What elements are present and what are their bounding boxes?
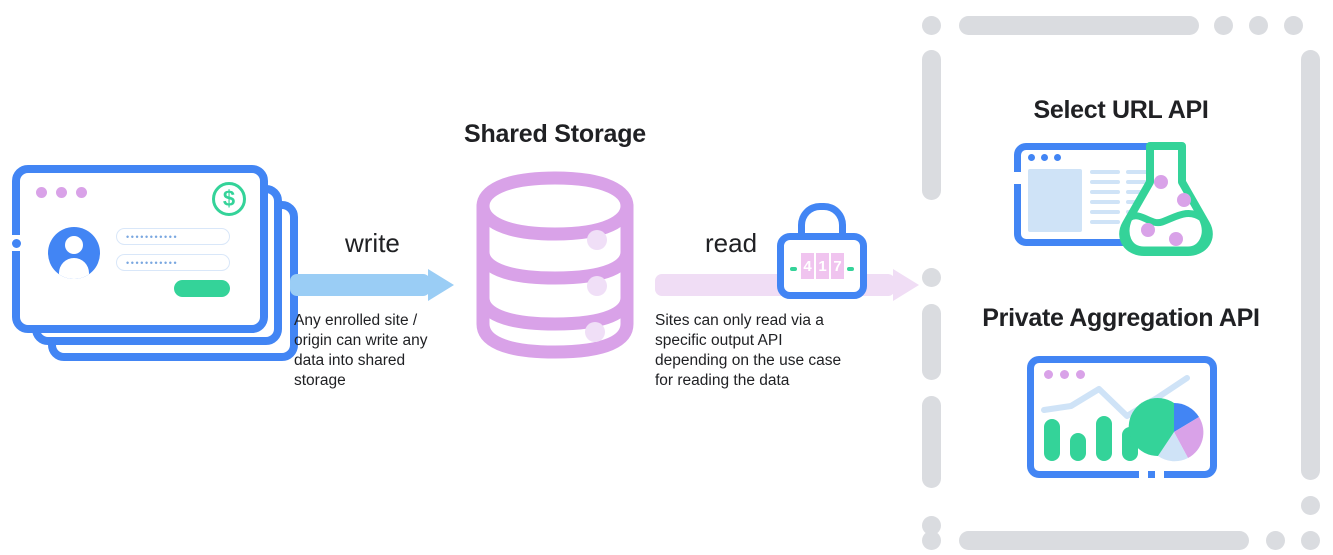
pie-slice-blue: [1174, 402, 1199, 432]
titlebar-dot-2: [56, 187, 67, 198]
panel-border-dash-left-3: [922, 396, 941, 488]
padlock-body: 4 1 7: [777, 233, 867, 299]
write-caption: Any enrolled site / origin can write any…: [294, 312, 428, 389]
window-edge-dot: [12, 239, 21, 248]
username-field[interactable]: •••••••••••: [116, 228, 230, 245]
illustration-dot-1: [1028, 154, 1035, 161]
titlebar-dots: [36, 187, 87, 198]
panel-border-dot-top-2: [1214, 16, 1233, 35]
bar-2: [1070, 433, 1086, 461]
padlock-digit-2: 1: [816, 253, 829, 279]
panel-border-dash-left-1: [922, 50, 941, 200]
chart-graphics: [1041, 375, 1204, 462]
chart-titlebar-dots: [1044, 370, 1085, 379]
private-aggregation-api-icon: [1027, 356, 1222, 486]
illustration-text-line: [1090, 190, 1120, 194]
chart-dot-1: [1044, 370, 1053, 379]
chart-window-bottom-gap-2: [1155, 471, 1164, 483]
submit-button[interactable]: [174, 280, 230, 297]
write-arrow-head: [428, 269, 454, 301]
pie-slice-lightblue: [1158, 432, 1188, 462]
bar-1: [1044, 419, 1060, 461]
illustration-text-line: [1090, 210, 1120, 214]
pie-slice-purple: [1174, 417, 1204, 458]
flask-icon: [1119, 142, 1213, 256]
password-field[interactable]: •••••••••••: [116, 254, 230, 271]
panel-border-dot-bottom-1: [922, 531, 941, 550]
padlock-digit-1: 4: [801, 253, 814, 279]
panel-border-dot-top-1: [922, 16, 941, 35]
padlock-tick-right: [847, 267, 854, 271]
write-label: write: [345, 228, 400, 258]
private-aggregation-api-title: Private Aggregation API: [982, 304, 1260, 332]
panel-border-dot-left-1: [922, 268, 941, 287]
panel-border-dot-top-3: [1249, 16, 1268, 35]
panel-border-dot-right-2: [1301, 531, 1320, 550]
panel-border-dash-right: [1301, 50, 1320, 480]
chart-dot-2: [1060, 370, 1069, 379]
line-series: [1041, 375, 1190, 419]
illustration-text-line: [1126, 170, 1156, 174]
write-arrow-shaft: [290, 274, 430, 296]
illustration-content-block: [1028, 169, 1082, 232]
write-arrow-group: write Any enrolled site / origin can wri…: [290, 228, 470, 389]
illustration-dot-2: [1041, 154, 1048, 161]
select-url-api-icon: [1012, 138, 1234, 258]
panel-border-dot-right-3: [1266, 531, 1285, 550]
panel-border-dot-top-4: [1284, 16, 1303, 35]
bar-3: [1096, 416, 1112, 461]
read-arrow-head: [893, 269, 919, 301]
pie-slice-green: [1128, 398, 1174, 457]
chart-dot-3: [1076, 370, 1085, 379]
avatar-head: [65, 236, 83, 254]
illustration-dot-3: [1054, 154, 1061, 161]
illustration-window-edge-gap: [1012, 172, 1021, 184]
chart-window-bottom-gap-1: [1139, 471, 1148, 483]
shared-storage-group: Shared Storage: [455, 120, 655, 370]
illustration-titlebar-dots: [1028, 154, 1061, 161]
titlebar-dot-3: [76, 187, 87, 198]
illustration-text-line: [1090, 200, 1120, 204]
panel-border-dot-right-1: [1301, 496, 1320, 515]
avatar: [48, 227, 100, 279]
padlock-tick-left: [790, 267, 797, 271]
panel-border-dash-bottom: [959, 531, 1249, 550]
titlebar-dot-1: [36, 187, 47, 198]
illustration-text-line: [1090, 170, 1120, 174]
illustration-text-line: [1126, 180, 1156, 184]
shared-storage-title: Shared Storage: [464, 120, 646, 148]
output-apis-panel: Select URL API: [922, 8, 1320, 550]
read-caption: Sites can only read via a specific outpu…: [655, 312, 842, 389]
panel-border-dash-left-2: [922, 304, 941, 380]
padlock-digit-3: 7: [831, 253, 844, 279]
panel-border-dash-top: [959, 16, 1199, 35]
browser-window-front: $ ••••••••••• •••••••••••: [11, 165, 268, 333]
illustration-text-line: [1090, 180, 1120, 184]
avatar-body: [59, 258, 89, 279]
source-sites-illustration: $ ••••••••••• •••••••••••: [11, 165, 302, 365]
select-url-api-title: Select URL API: [1033, 96, 1209, 124]
database-cylinder-icon: [476, 171, 634, 359]
illustration-text-line: [1090, 220, 1120, 224]
read-label: read: [705, 228, 758, 258]
pie-chart: [1128, 398, 1204, 462]
dollar-badge-icon: $: [212, 182, 246, 216]
padlock-shackle: [798, 203, 846, 241]
padlock-icon: 4 1 7: [777, 203, 867, 303]
panel-border-dot-left-2: [922, 516, 941, 535]
